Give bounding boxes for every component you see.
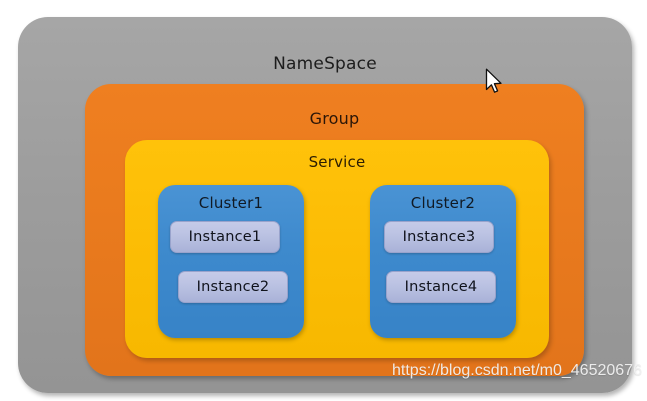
instance-chip-3: Instance3 xyxy=(384,221,494,253)
group-container: Group Service Cluster1 Instance1 Instanc… xyxy=(85,84,584,376)
service-container: Service Cluster1 Instance1 Instance2 Clu… xyxy=(125,140,549,358)
cluster-label-1: Cluster1 xyxy=(198,194,264,212)
instance-chip-4: Instance4 xyxy=(386,271,496,303)
cluster-container-1: Cluster1 Instance1 Instance2 xyxy=(158,185,304,338)
namespace-container: NameSpace Group Service Cluster1 Instanc… xyxy=(18,17,632,393)
namespace-label: NameSpace xyxy=(273,54,377,74)
cluster-label-2: Cluster2 xyxy=(410,194,476,212)
cluster-container-2: Cluster2 Instance3 Instance4 xyxy=(370,185,516,338)
instance-chip-2: Instance2 xyxy=(178,271,288,303)
service-label: Service xyxy=(308,153,366,171)
group-label: Group xyxy=(309,109,360,128)
instance-chip-1: Instance1 xyxy=(170,221,280,253)
watermark-text: https://blog.csdn.net/m0_46520676 xyxy=(392,362,642,379)
